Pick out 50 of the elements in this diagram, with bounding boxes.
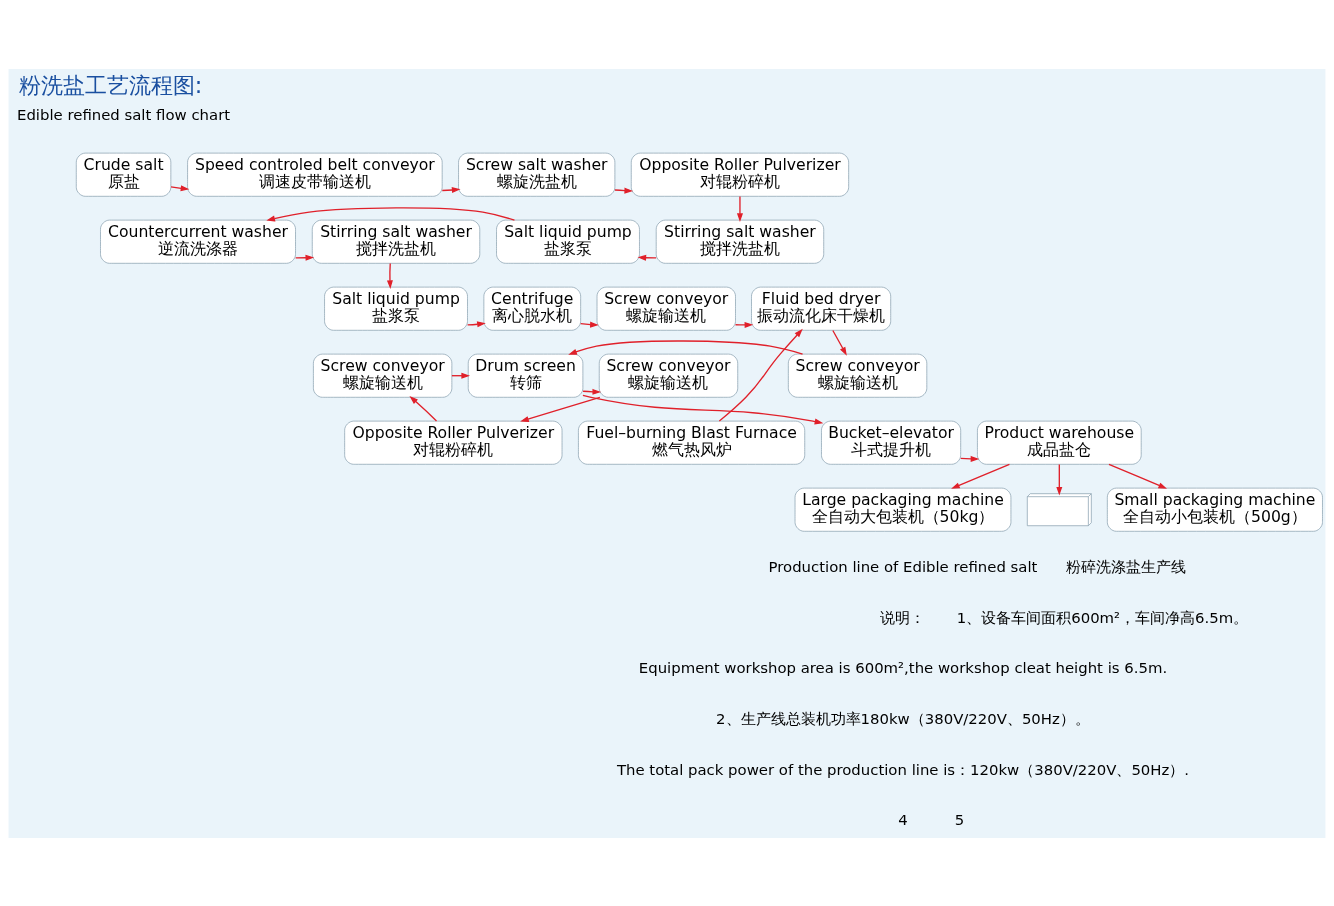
node-box: Large packaging machine 全自动大包装机（50kg） [794, 487, 1012, 532]
node-box: Fuel–burning Blast Furnace 燃气热风炉 [578, 420, 806, 465]
arrow [582, 394, 824, 424]
node-box: Stirring salt washer 搅拌洗盐机 [655, 219, 825, 264]
arrow [637, 254, 657, 261]
arrow [1056, 463, 1063, 496]
node-box: Centrifuge 离心脱水机 [483, 286, 581, 331]
node-box: Screw conveyor 螺旋输送机 [787, 353, 928, 398]
node-box: Opposite Roller Pulverizer 对辊粉碎机 [344, 420, 563, 465]
arrow [718, 328, 803, 422]
arrow [409, 395, 438, 422]
arrow [736, 195, 743, 222]
node-box: Crude salt 原盐 [75, 152, 172, 197]
node-box: Salt liquid pump 盐浆泵 [496, 219, 640, 264]
arrow [1108, 463, 1168, 489]
arrow [170, 184, 190, 191]
node-box: Opposite Roller Pulverizer 对辊粉碎机 [630, 152, 849, 197]
node-box: Screw conveyor 螺旋输送机 [313, 353, 453, 398]
node-box: Speed controled belt conveyor 调速皮带输送机 [187, 152, 443, 197]
arrow [520, 396, 601, 422]
node-box: Salt liquid pump 盐浆泵 [324, 286, 468, 331]
node-box: Bucket–elevator 斗式提升机 [821, 420, 962, 465]
label: The total pack power of the production line is：120kw（380V/220V、50Hz）. [616, 760, 1190, 779]
arrow [295, 254, 315, 261]
node-box: Screw conveyor 螺旋输送机 [596, 286, 736, 331]
node-box: Screw conveyor 螺旋输送机 [598, 353, 739, 398]
arrow [734, 321, 754, 328]
arrow [266, 206, 516, 221]
node-box: Drum screen 转筛 [467, 353, 584, 398]
arrow [951, 463, 1011, 489]
arrow [441, 186, 461, 193]
arrow [832, 329, 847, 356]
node-box: Countercurrent washer 逆流洗涤器 [100, 219, 296, 264]
node-box: Fluid bed dryer 振动流化床干燥机 [751, 286, 892, 331]
diagram-title: 粉洗盐工艺流程图: [18, 71, 203, 98]
node-box: Screw salt washer 螺旋洗盐机 [458, 152, 616, 197]
label: 说明： [880, 608, 926, 627]
node-box: Small packaging machine 全自动小包装机（500g） [1106, 487, 1323, 532]
arrow [568, 339, 804, 355]
node-box: Product warehouse 成品盐仓 [977, 420, 1142, 465]
label: 5 [954, 810, 965, 829]
label: Equipment workshop area is 600m²,the workshop cleat height is 6.5m. [638, 658, 1168, 677]
label: 粉碎洗涤盐生产线 [1066, 557, 1187, 576]
node-box: Stirring salt washer 搅拌洗盐机 [311, 219, 481, 264]
label: 1、设备车间面积600m²，车间净高6.5m。 [956, 608, 1249, 627]
label: Edible refined salt flow chart [17, 105, 231, 124]
label: Production line of Edible refined salt [768, 557, 1038, 576]
arrow [386, 262, 393, 289]
label: 2、生产线总装机功率180kw（380V/220V、50Hz）。 [716, 709, 1090, 728]
label: 4 [898, 810, 908, 829]
